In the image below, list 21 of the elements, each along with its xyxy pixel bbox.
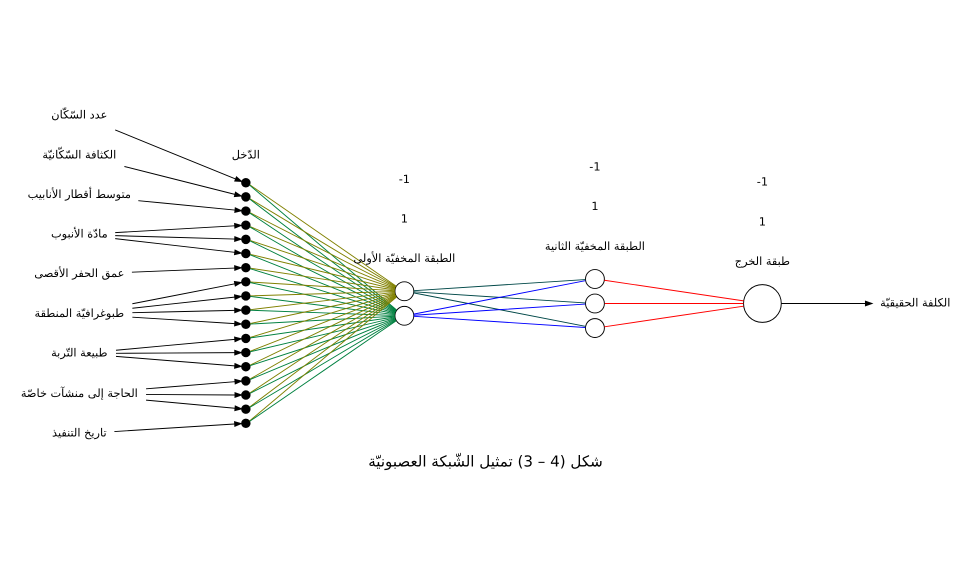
node-text: عدد السّكّان: [51, 107, 108, 122]
label: الطبقة المخفيّة الثانية: [544, 238, 645, 252]
node-text: تاريخ التنفيذ: [52, 425, 107, 440]
caption: شكل (4 – 3) تمثيل الشّبكة العصبونيّة: [368, 452, 603, 470]
label: الطبقة المخفيّة الأولى: [353, 250, 456, 265]
node-text: الكلفة الحقيقيّة: [880, 294, 950, 309]
node-text: عمق الحفر الأقصى: [34, 266, 124, 280]
label: الدّخل: [232, 146, 260, 161]
node-text: متوسط أقطار الأنابيب: [28, 186, 131, 200]
node-text: طبيعة التّربة: [51, 344, 108, 359]
node-text: طبوغرافيّة المنطقة: [34, 305, 124, 320]
label: طبقة الخرج: [734, 253, 790, 268]
label: 1: [400, 210, 408, 225]
node-text: الكثافة السّكّانيّة: [42, 146, 116, 161]
label: -1: [589, 159, 601, 174]
label: -1: [398, 171, 410, 186]
node-text: الحاجة إلى منشآت خاصّة: [20, 386, 138, 400]
label: -1: [756, 174, 768, 188]
node-text: مادّة الأنبوب: [50, 226, 108, 240]
label: 1: [758, 214, 766, 228]
label: 1: [591, 198, 599, 213]
